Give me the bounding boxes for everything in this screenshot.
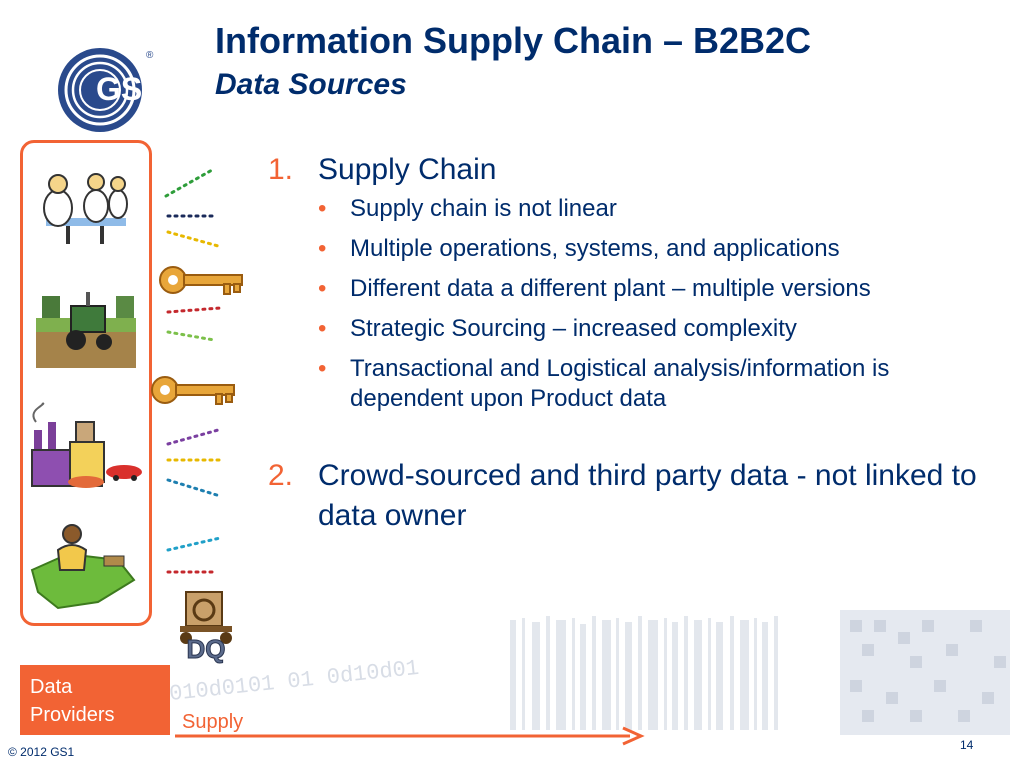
- supply-label: Supply: [182, 711, 244, 733]
- sub-list-item: • Different data a different plant – mult…: [318, 274, 988, 304]
- supply-arrow-icon: [175, 726, 645, 746]
- slide-subtitle: Data Sources: [215, 68, 407, 101]
- providers-line-2: Providers: [30, 704, 115, 726]
- bullet: •: [318, 315, 327, 342]
- dq-cart-clipart: DQ: [180, 591, 232, 664]
- list-number: 1.: [268, 153, 294, 186]
- sub-list-item: • Multiple operations, systems, and appli…: [318, 234, 988, 264]
- data-providers-box: Data Providers: [20, 665, 170, 735]
- barcode-background: 010d0101 01 0d10d01: [168, 610, 1010, 735]
- bullet: •: [318, 355, 327, 382]
- woman-map-clipart: [30, 524, 136, 610]
- sub-item-text: Transactional and Logistical analysis/in…: [350, 355, 890, 412]
- sub-item-text: Supply chain is not linear: [350, 195, 617, 222]
- sub-list-item: • Transactional and Logistical analysis/i…: [318, 354, 988, 414]
- sub-item-text: Strategic Sourcing – increased complexit…: [350, 315, 797, 342]
- registered-mark: ®: [146, 50, 154, 61]
- content-list: 1. Supply Chain • Supply chain is not lin…: [268, 150, 988, 536]
- list-item-supply-chain: 1. Supply Chain: [268, 150, 988, 190]
- bullet: •: [318, 275, 327, 302]
- data-providers-frame: [20, 140, 152, 626]
- bullet: •: [318, 235, 327, 262]
- footer-copyright: © 2012 GS1: [8, 745, 75, 759]
- sub-list-item: • Supply chain is not linear: [318, 194, 988, 224]
- lab-workers-clipart: [43, 173, 128, 244]
- logo-text: GS1: [96, 71, 160, 107]
- gs1-logo: GS1 ®: [58, 48, 160, 132]
- list-item-crowd-sourced: 2. Crowd-sourced and third party data - …: [268, 456, 988, 536]
- bullet: •: [318, 195, 327, 222]
- sub-item-text: Multiple operations, systems, and applic…: [350, 235, 840, 262]
- golden-key-icon: [151, 376, 235, 405]
- slide-title: Information Supply Chain – B2B2C: [215, 20, 812, 61]
- list-number: 2.: [268, 459, 294, 492]
- sub-list: • Supply chain is not linear • Multiple op…: [318, 194, 988, 414]
- sub-list-item: • Strategic Sourcing – increased complexi…: [318, 314, 988, 344]
- list-item-text: Crowd-sourced and third party data - not…: [318, 459, 977, 532]
- providers-line-1: Data: [30, 676, 73, 698]
- golden-key-icon: [159, 266, 243, 295]
- page-number: 14: [960, 738, 974, 752]
- dotted-connector-lines: [164, 168, 222, 574]
- list-item-text: Supply Chain: [318, 153, 497, 186]
- dq-label: DQ: [187, 634, 226, 664]
- factory-clipart: [31, 402, 142, 488]
- sub-item-text: Different data a different plant – multi…: [350, 275, 871, 302]
- tractor-field-clipart: [36, 292, 136, 368]
